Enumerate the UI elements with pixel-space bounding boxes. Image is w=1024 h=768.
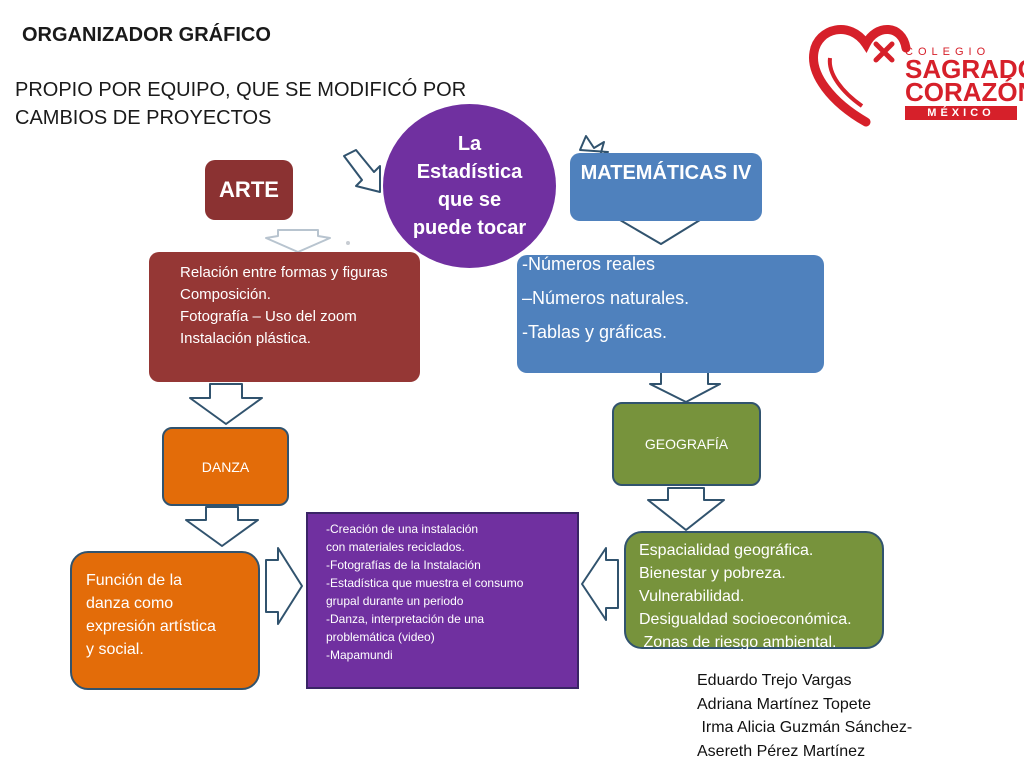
proyecto-content-box: -Creación de una instalación con materia…: [306, 512, 579, 689]
proyecto-item: problemática (video): [326, 630, 435, 644]
arrow-funcion-to-proyecto: [265, 547, 303, 625]
author-name: Adriana Martínez Topete: [697, 695, 872, 713]
page-subtitle: PROPIO POR EQUIPO, QUE SE MODIFICÓ POR C…: [15, 76, 466, 132]
proyecto-item: -Mapamundi: [326, 648, 393, 662]
node-danza: DANZA: [162, 427, 289, 506]
geografia-item: Desigualdad socioeconómica.: [639, 611, 852, 628]
logo-corazon: CORAZÓN: [905, 77, 1024, 107]
proyecto-item: -Creación de una instalación: [326, 522, 479, 536]
logo-sagrado: SAGRADO: [905, 54, 1024, 84]
proyecto-item: grupal durante un periodo: [326, 594, 464, 608]
node-matematicas: MATEMÁTICAS IV: [570, 153, 762, 221]
geografia-item: Vulnerabilidad.: [639, 588, 745, 605]
node-central-estadistica: La Estadística que se puede tocar: [383, 104, 556, 268]
author-name: Eduardo Trejo Vargas: [697, 672, 852, 689]
arte-item: Instalación plástica.: [180, 330, 311, 347]
node-arte: ARTE: [205, 160, 293, 220]
danza-item: expresión artística: [86, 618, 216, 635]
proyecto-item: -Fotografías de la Instalación: [326, 558, 481, 572]
arrow-espa-to-proyecto: [581, 547, 619, 621]
danza-item: Función de la: [86, 572, 183, 589]
node-matematicas-label: MATEMÁTICAS IV: [580, 162, 752, 184]
geografia-content-box: Espacialidad geográfica. Bienestar y pob…: [624, 531, 884, 651]
arrow-arte-to-circle: [343, 149, 381, 193]
arte-item: Fotografía – Uso del zoom: [180, 308, 357, 325]
central-label: La Estadística que se puede tocar: [412, 133, 527, 239]
proyecto-item: con materiales reciclados.: [326, 540, 465, 554]
subtitle-line: CAMBIOS DE PROYECTOS: [15, 107, 272, 129]
matematicas-content-box: -Números reales –Números naturales. -Tab…: [517, 254, 824, 373]
arte-item: Relación entre formas y figuras: [180, 264, 388, 281]
arrow-mate-to-circle: [579, 135, 609, 157]
danza-content-box: Función de la danza como expresión artís…: [70, 551, 260, 690]
arrow-arte-to-danza: [189, 383, 263, 425]
arrow-danza-to-funcion: [185, 506, 259, 547]
author-name: Asereth Pérez Martínez: [697, 742, 866, 760]
subtitle-line: PROPIO POR EQUIPO, QUE SE MODIFICÓ POR: [15, 79, 467, 101]
author-name: Irma Alicia Guzmán Sánchez-: [697, 719, 913, 736]
school-logo: [809, 25, 911, 127]
arrow-geo-to-espa: [647, 487, 725, 531]
authors-list: Eduardo Trejo Vargas Adriana Martínez To…: [697, 669, 912, 763]
geografia-item: Zonas de riesgo ambiental.: [639, 634, 837, 651]
danza-item: y social.: [86, 641, 144, 658]
danza-item: danza como: [86, 595, 174, 612]
geografia-item: Bienestar y pobreza.: [639, 565, 786, 582]
page-title: ORGANIZADOR GRÁFICO: [22, 24, 271, 46]
logo-wordmark: COLEGIO SAGRADO CORAZÓN MÉXICO: [905, 46, 1024, 120]
arrow-mate-to-geo: [649, 371, 721, 403]
arte-content-box: Relación entre formas y figuras Composic…: [149, 252, 420, 382]
matematicas-item: -Tablas y gráficas.: [522, 322, 668, 342]
arrow-arte-down: [265, 229, 331, 253]
logo-mexico: MÉXICO: [905, 106, 1017, 120]
proyecto-item: -Estadística que muestra el consumo: [326, 576, 524, 590]
logo-colegio: COLEGIO: [905, 46, 991, 58]
decorative-dot: [346, 241, 350, 245]
arte-item: Composición.: [180, 286, 271, 303]
proyecto-item: -Danza, interpretación de una: [326, 612, 485, 626]
node-geografia: GEOGRAFÍA: [612, 402, 761, 486]
geografia-item: Espacialidad geográfica.: [639, 542, 814, 559]
matematicas-item: -Números reales: [522, 254, 656, 274]
matematicas-item: –Números naturales.: [522, 288, 690, 308]
